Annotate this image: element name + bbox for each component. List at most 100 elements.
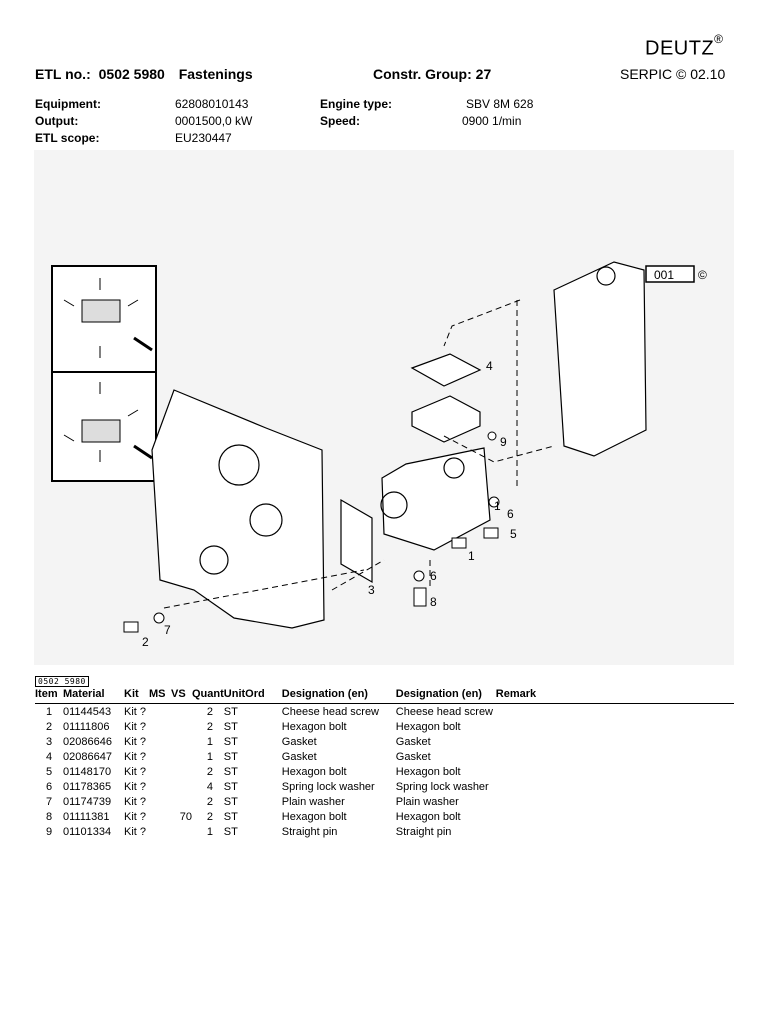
output-label: Output:: [35, 114, 79, 128]
cell-designation-2: Hexagon bolt: [395, 765, 461, 778]
cell-kit: Kit ?: [124, 825, 147, 838]
cell-remark: [496, 809, 734, 824]
constr-group: Constr. Group: 27: [373, 66, 492, 82]
cell-unitord: ST: [223, 735, 238, 748]
callout: 2: [142, 635, 149, 649]
cell-remark: [496, 734, 734, 749]
cell-unitord: ST: [223, 810, 238, 823]
cell-item: 7: [45, 795, 53, 808]
cell-item: 3: [45, 735, 53, 748]
exploded-parts-drawing: 001 © 1 1 2 3 4 5 6 6 7 8 9: [34, 150, 734, 665]
cell-item: 1: [45, 705, 53, 718]
cell-designation-1: Gasket: [281, 735, 317, 748]
cell-ms: [149, 764, 171, 779]
cell-remark: [496, 719, 734, 734]
callout: 5: [510, 527, 517, 541]
cell-vs: [171, 824, 192, 839]
cell-remark: [496, 764, 734, 779]
cell-remark: [496, 704, 734, 720]
engine-type-label: Engine type:: [320, 97, 393, 111]
cell-item: 8: [45, 810, 53, 823]
cell-quant: 1: [206, 735, 213, 748]
cell-ms: [149, 734, 171, 749]
cell-item: 4: [45, 750, 53, 763]
col-remark: Remark: [495, 686, 734, 704]
cell-quant: 2: [206, 810, 213, 823]
cell-vs: [171, 719, 192, 734]
cell-designation-2: Gasket: [395, 735, 431, 748]
col-material: Material: [63, 686, 124, 704]
cell-designation-2: Gasket: [395, 750, 431, 763]
cell-material: 01174739: [63, 795, 112, 808]
cell-ms: [149, 824, 171, 839]
cell-kit: Kit ?: [124, 795, 147, 808]
cell-unitord: ST: [223, 705, 238, 718]
equipment-value: 62808010143: [175, 97, 249, 111]
etl-title-line: ETL no.: 0502 5980 Fastenings: [35, 66, 257, 82]
col-vs: VS: [171, 686, 192, 704]
cell-vs: [171, 794, 192, 809]
cell-quant: 2: [206, 705, 213, 718]
callout: 3: [368, 583, 375, 597]
cell-unitord: ST: [223, 720, 238, 733]
callout: 1: [494, 499, 501, 513]
engine-type-value: SBV 8M 628: [466, 97, 534, 111]
cell-vs: [171, 734, 192, 749]
gear-housing: [151, 389, 325, 629]
serpic-label: SERPIC © 02.10: [620, 66, 726, 82]
etl-label: ETL no.:: [35, 66, 91, 82]
cell-vs: [171, 779, 192, 794]
cell-ms: [149, 749, 171, 764]
cell-ms: [149, 779, 171, 794]
cell-vs: [171, 704, 192, 720]
cell-material: 01144543: [63, 705, 112, 718]
ref-box-symbol: ©: [698, 268, 707, 282]
cell-designation-1: Hexagon bolt: [281, 765, 347, 778]
cell-designation-1: Straight pin: [281, 825, 338, 838]
flange-plate: [411, 395, 481, 443]
cell-vs: [171, 749, 192, 764]
registered-mark: ®: [714, 32, 724, 46]
cell-remark: [496, 824, 734, 839]
cell-remark: [496, 779, 734, 794]
cell-designation-2: Hexagon bolt: [395, 720, 461, 733]
cell-unitord: ST: [223, 780, 238, 793]
cell-quant: 2: [206, 720, 213, 733]
view-inset: [51, 265, 157, 482]
cell-kit: Kit ?: [124, 765, 147, 778]
cell-item: 5: [45, 765, 53, 778]
cell-ms: [149, 719, 171, 734]
cell-kit: Kit ?: [124, 705, 147, 718]
fasteners: [123, 431, 500, 633]
speed-value: 0900 1/min: [462, 114, 522, 128]
cell-designation-1: Cheese head screw: [281, 705, 380, 718]
callout: 6: [507, 507, 514, 521]
cell-quant: 1: [206, 825, 213, 838]
cell-kit: Kit ?: [124, 735, 147, 748]
cell-item: 9: [45, 825, 53, 838]
cell-unitord: ST: [223, 795, 238, 808]
callout: 8: [430, 595, 437, 609]
cell-designation-2: Plain washer: [395, 795, 459, 808]
cell-unitord: ST: [223, 825, 238, 838]
cell-material: 01111806: [63, 720, 110, 733]
cell-material: 01148170: [63, 765, 112, 778]
cell-designation-1: Hexagon bolt: [281, 810, 347, 823]
cell-designation-2: Hexagon bolt: [395, 810, 461, 823]
col-ms: MS: [149, 686, 171, 704]
brand-name: DEUTZ: [645, 37, 715, 60]
callout: 4: [486, 359, 493, 373]
etl-scope-label: ETL scope:: [35, 131, 100, 145]
cell-kit: Kit ?: [124, 810, 147, 823]
col-kit: Kit: [124, 686, 149, 704]
speed-label: Speed:: [320, 114, 361, 128]
gasket-3: [340, 498, 373, 584]
ref-box: [645, 265, 695, 283]
adapter-block: [380, 447, 491, 551]
cell-material: 02086646: [63, 735, 112, 748]
output-value: 0001500,0 kW: [175, 114, 253, 128]
cell-unitord: ST: [223, 765, 238, 778]
callout: 9: [500, 435, 507, 449]
